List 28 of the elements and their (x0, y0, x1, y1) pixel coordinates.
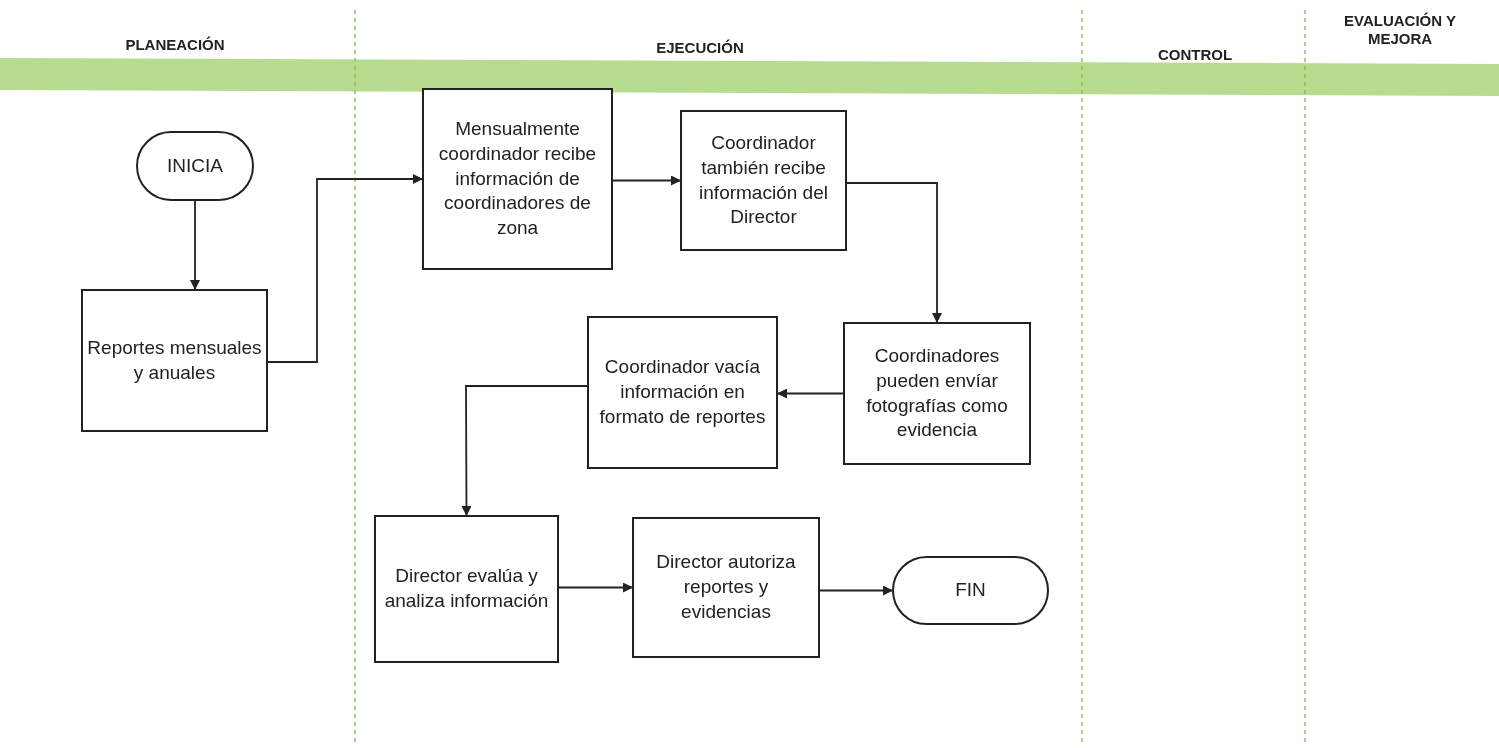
process-box (374, 515, 559, 663)
arrow (612, 175, 681, 186)
lane-header: CONTROL (1156, 46, 1234, 64)
process-box (843, 322, 1031, 465)
lane-header: EVALUACIÓN Y MEJORA (1343, 12, 1457, 48)
node-text: FIN (955, 578, 986, 603)
process-box (680, 110, 847, 251)
process-box (632, 517, 820, 658)
node-text: Mensualmente coordinador recibe información de coordinadores de zona (437, 117, 598, 241)
node-text: Coordinador también recibe información del Director (698, 131, 829, 230)
node-text: INICIA (167, 153, 223, 178)
node-text: Coordinador vacía información en formato de reportes (598, 355, 767, 429)
node-text: Director evalúa y analiza información (383, 564, 550, 613)
process-box (587, 316, 778, 469)
arrow (558, 582, 633, 593)
node-text: Coordinadores pueden envíar fotografías como evidencia (865, 344, 1009, 443)
process-box (81, 289, 268, 432)
node-text: Reportes mensuales y anuales (87, 335, 262, 385)
arrow (190, 200, 200, 290)
arrow (846, 182, 942, 323)
arrow (267, 174, 423, 363)
lane-header: PLANEACIÓN (124, 36, 226, 54)
arrow (819, 585, 893, 596)
arrow (461, 385, 588, 516)
process-box (422, 88, 613, 270)
lane-header: EJECUCIÓN (655, 39, 745, 57)
node-text: Director autoriza reportes y evidencias (655, 550, 797, 624)
arrow (777, 388, 844, 399)
